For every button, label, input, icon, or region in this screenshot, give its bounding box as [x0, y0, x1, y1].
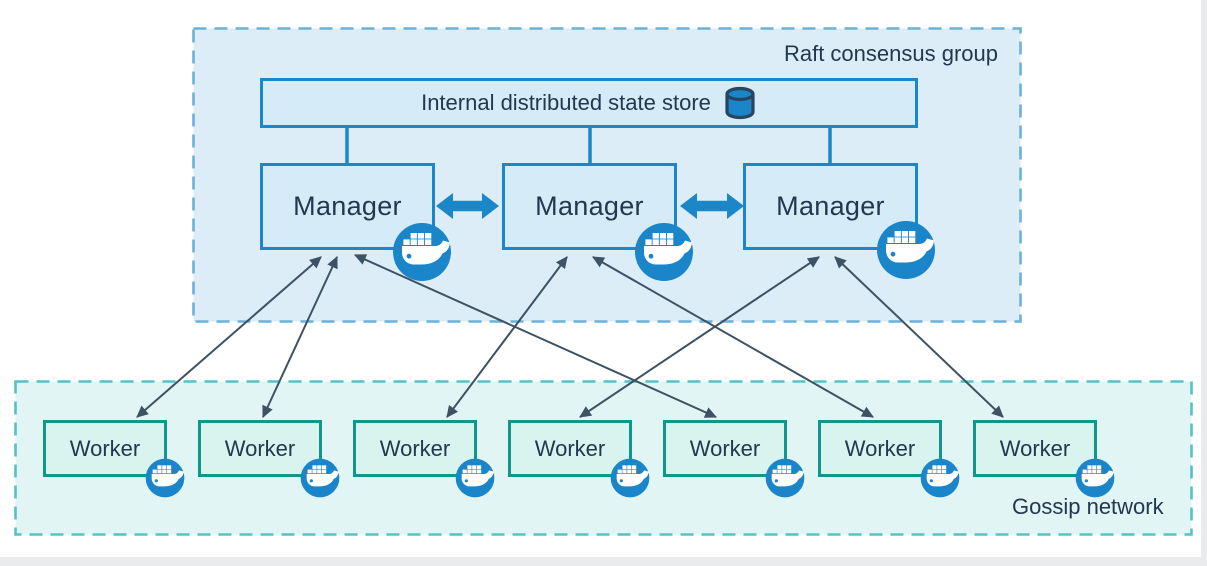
worker-label: Worker — [379, 435, 451, 461]
manager-box-3: Manager — [743, 163, 918, 250]
manager-label: Manager — [293, 191, 402, 221]
manager-peer-arrows — [436, 193, 744, 219]
screenshot-bottom-edge — [0, 557, 1207, 566]
worker-manager-arrow — [834, 256, 1004, 418]
database-icon — [725, 86, 755, 120]
manager-label: Manager — [535, 191, 644, 221]
manager-label: Manager — [776, 191, 885, 221]
worker-label: Worker — [844, 435, 916, 461]
worker-box-5: Worker — [663, 420, 787, 477]
manager-peer-arrow — [680, 193, 744, 219]
raft-group-label: Raft consensus group — [783, 41, 998, 66]
worker-manager-arrow — [592, 256, 874, 418]
store-manager-connectors — [345, 127, 832, 166]
state-store-bar: Internal distributed state store — [260, 78, 918, 128]
screenshot-right-edge — [1201, 0, 1207, 566]
worker-label: Worker — [69, 435, 141, 461]
manager-box-2: Manager — [502, 163, 677, 250]
manager-peer-arrow — [436, 193, 499, 219]
worker-box-1: Worker — [43, 420, 167, 477]
manager-box-1: Manager — [260, 163, 435, 250]
worker-label: Worker — [224, 435, 296, 461]
worker-label: Worker — [689, 435, 761, 461]
worker-label: Worker — [999, 435, 1071, 461]
worker-box-3: Worker — [353, 420, 477, 477]
state-store-label: Internal distributed state store — [421, 90, 711, 115]
worker-box-6: Worker — [818, 420, 942, 477]
worker-manager-arrow — [262, 256, 338, 418]
gossip-network-label: Gossip network — [1012, 494, 1164, 519]
worker-label: Worker — [534, 435, 606, 461]
worker-box-2: Worker — [198, 420, 322, 477]
worker-manager-links — [136, 254, 1004, 418]
worker-box-4: Worker — [508, 420, 632, 477]
worker-box-7: Worker — [973, 420, 1097, 477]
